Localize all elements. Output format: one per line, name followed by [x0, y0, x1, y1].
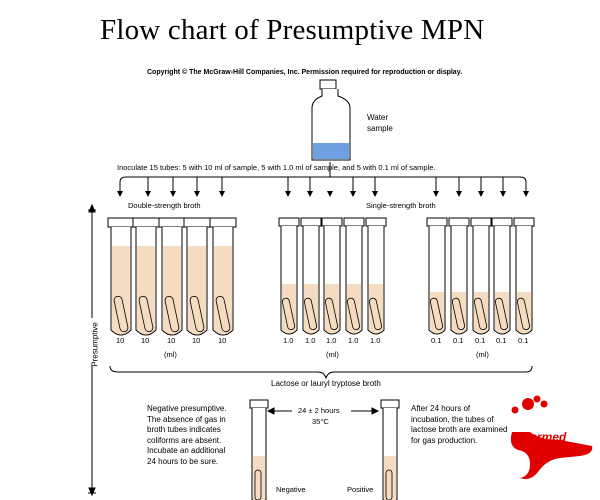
- inoculation-arrows: [119, 162, 527, 193]
- volume-label: 0.1: [475, 336, 486, 345]
- tube-group-0.1ml: [426, 217, 535, 335]
- negative-tube: [249, 399, 269, 500]
- volume-label: 0.1: [453, 336, 464, 345]
- incubation-temperature: 35°C: [312, 417, 329, 426]
- broth-label: Lactose or lauryl tryptose broth: [271, 379, 381, 388]
- water-label-line2: sample: [367, 124, 393, 133]
- volume-label: 1.0: [283, 336, 294, 345]
- positive-tube: [380, 399, 400, 500]
- tube-group-1ml: [278, 217, 387, 335]
- arrow-heads: [117, 191, 529, 197]
- negative-description: Negative presumptive. The absence of gas…: [147, 404, 227, 466]
- presumptive-label: Presumptive: [90, 322, 100, 367]
- unit-label: (ml): [326, 350, 339, 359]
- volume-label: 1.0: [326, 336, 337, 345]
- volume-label: 10: [141, 336, 150, 345]
- volume-label: 0.1: [431, 336, 442, 345]
- volume-label: 10: [192, 336, 201, 345]
- positive-description: After 24 hours of incubation, the tubes …: [411, 404, 508, 445]
- volume-label: 10: [218, 336, 227, 345]
- water-sample-bottle: [311, 79, 351, 161]
- unit-label: (ml): [164, 350, 177, 359]
- volume-label: 0.1: [518, 336, 529, 345]
- double-strength-label: Double-strength broth: [128, 201, 201, 210]
- single-strength-label: Single-strength broth: [366, 201, 436, 210]
- negative-tube-label: Negative: [276, 485, 306, 494]
- inoculate-instructions: Inoculate 15 tubes: 5 with 10 ml of samp…: [117, 163, 436, 172]
- slide-title: Flow chart of Presumptive MPN: [100, 14, 485, 46]
- incubation-time: 24 ± 2 hours: [298, 406, 340, 415]
- broth-brace: [109, 365, 533, 380]
- incubation-arrows: [266, 407, 380, 415]
- volume-label: 10: [116, 336, 125, 345]
- pharmed-logo-text: Pharmed: [515, 430, 567, 444]
- positive-tube-label: Positive: [347, 485, 374, 494]
- water-label-line1: Water: [367, 113, 389, 122]
- presumptive-timeline: [88, 203, 96, 497]
- pharmed-logo: [510, 395, 593, 480]
- water-fill: [313, 143, 349, 159]
- volume-label: 0.1: [496, 336, 507, 345]
- tube-group-10ml: [107, 217, 237, 336]
- unit-label: (ml): [476, 350, 489, 359]
- volume-label: 1.0: [370, 336, 381, 345]
- volume-label: 1.0: [305, 336, 316, 345]
- copyright-notice: Copyright © The McGraw-Hill Companies, I…: [147, 69, 463, 76]
- volume-label: 1.0: [348, 336, 359, 345]
- volume-label: 10: [167, 336, 176, 345]
